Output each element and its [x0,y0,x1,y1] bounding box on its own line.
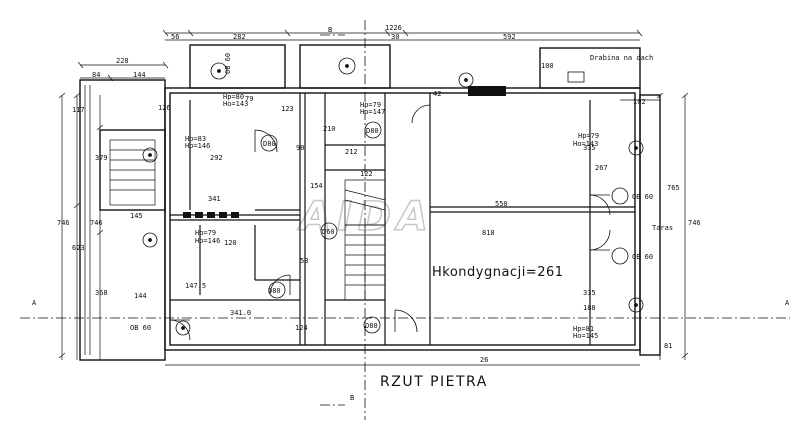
dim-282: 282 [233,33,246,41]
terrace-note: Taras [652,224,673,232]
stairs [84,85,386,355]
section-mark-b-top: B [328,26,332,34]
dim-26: 26 [480,356,488,364]
chimney-blocks [183,71,585,218]
label-d80-b: D80 [263,140,276,148]
dim-120: 120 [224,239,237,247]
dim-145: 145 [130,212,143,220]
dim-90: 90 [296,144,304,152]
dim-379: 379 [95,154,108,162]
dim-123: 123 [281,105,294,113]
dim-126: 126 [158,104,171,112]
dim-746-inner: 746 [90,219,103,227]
label-hp79-b: Hp=79 [578,132,599,140]
dim-117: 117 [72,106,85,114]
dim-53: 53 [300,257,308,265]
dim-144: 144 [133,71,146,79]
dim-335-upper: 335 [583,144,596,152]
dim-100: 100 [541,62,554,70]
section-mark-a-left: A [32,299,37,307]
exterior-walls [79,44,661,361]
watermark-logo: AIDA [297,194,434,240]
dim-623: 623 [72,244,85,252]
dim-818: 818 [482,229,495,237]
dim-335-lower: 335 [583,289,596,297]
ladder-note: Drabina na dach [590,54,653,62]
label-d80-a: D80 [366,127,379,135]
drawing-title: RZUT PIETRA [380,374,488,390]
dim-102: 102 [633,98,646,106]
label-ob60-right-a: OB 60 [632,193,653,201]
dim-144-lower: 144 [134,292,147,300]
dim-267: 267 [595,164,608,172]
storey-height-label: Hkondygnacji=261 [432,265,564,280]
dim-79: 79 [245,95,253,103]
label-ho145: Ho=145 [573,332,598,340]
dim-122: 122 [360,170,373,178]
dim-341: 341 [208,195,221,203]
dim-84: 84 [92,71,100,79]
label-ho143-b: Ho=143 [573,140,598,148]
fixture-circles [142,57,644,336]
dim-746-right: 746 [688,219,701,227]
label-ob60-top: OB 60 [224,53,232,74]
label-ho147: Ho=147 [360,108,385,116]
dim-30: 30 [391,33,399,41]
dim-56: 56 [171,33,179,41]
dim-124: 124 [295,324,308,332]
dim-550: 550 [495,200,508,208]
dim-188: 188 [583,304,596,312]
dim-147-5: 147.5 [185,282,206,290]
dimension-ticks [58,29,689,359]
label-ho146-a: Ho=146 [185,142,210,150]
dim-212: 212 [345,148,358,156]
dim-42: 42 [433,90,441,98]
label-hp79-c: Hp=79 [195,229,216,237]
dim-592: 592 [503,33,516,41]
label-ob60-right-b: OB 60 [632,253,653,261]
dim-228: 228 [116,57,129,65]
dim-292: 292 [210,154,223,162]
label-ho143-a: Ho=143 [223,100,248,108]
label-hp80: Hp=80 [223,93,244,101]
label-d60: D60 [322,228,335,236]
label-hp83-a: Hp=83 [185,135,206,143]
label-ob60-left: OB 60 [130,324,151,332]
dim-210: 210 [323,125,336,133]
label-d80-c: D80 [268,287,281,295]
dim-746-outer: 746 [57,219,70,227]
dim-154: 154 [310,182,323,190]
label-d80-d: D80 [365,322,378,330]
door-swings [169,104,611,341]
section-mark-a-right: A [785,299,790,307]
label-ho146-b: Ho=146 [195,237,220,245]
dim-81: 81 [664,342,672,350]
dim-765: 765 [667,184,680,192]
dim-1226: 1226 [385,24,402,32]
section-mark-b-bottom: B [350,394,354,402]
label-hp79-a: Hp=79 [360,101,381,109]
dim-341-0: 341.0 [230,309,251,317]
section-line-b [320,20,366,420]
label-hp81: Hp=81 [573,325,594,333]
dim-368: 368 [95,289,108,297]
